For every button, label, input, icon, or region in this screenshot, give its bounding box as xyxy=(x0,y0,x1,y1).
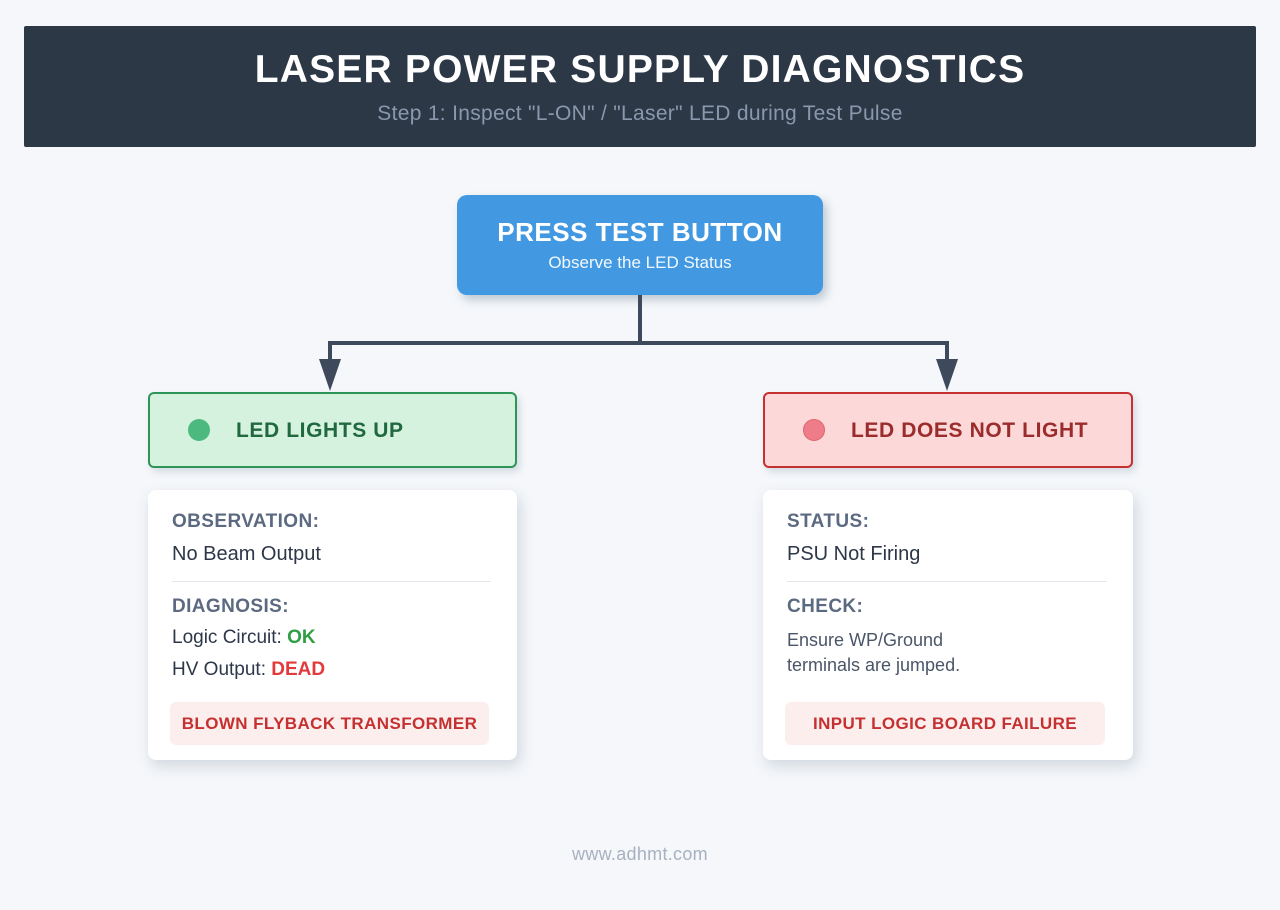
branch-label-negative: LED DOES NOT LIGHT xyxy=(851,418,1089,442)
failure-banner-blown-flyback: BLOWN FLYBACK TRANSFORMER xyxy=(170,702,489,745)
branch-box-led-does-not-light: LED DOES NOT LIGHT xyxy=(763,392,1133,468)
failure-banner-input-logic-board: INPUT LOGIC BOARD FAILURE xyxy=(785,702,1105,745)
diagnosis-label: DIAGNOSIS: xyxy=(172,595,289,617)
led-off-indicator-icon xyxy=(803,419,825,441)
diagnosis-row-label: HV Output: xyxy=(172,658,266,680)
card-divider xyxy=(787,580,1107,582)
observation-label: OBSERVATION: xyxy=(172,511,320,532)
branch-label-positive: LED LIGHTS UP xyxy=(236,418,404,442)
led-on-indicator-icon xyxy=(188,419,210,441)
status-value: PSU Not Firing xyxy=(787,542,921,565)
flow-node-press-test-button: PRESS TEST BUTTON Observe the LED Status xyxy=(457,195,823,295)
footer-website-url: www.adhmt.com xyxy=(572,844,708,864)
observation-value: No Beam Output xyxy=(172,542,321,565)
page-title: LASER POWER SUPPLY DIAGNOSTICS xyxy=(254,47,1026,91)
flow-node-title: PRESS TEST BUTTON xyxy=(497,217,783,247)
diagnosis-row-logic-circuit: Logic Circuit: OK xyxy=(172,627,491,650)
connector-vertical-root xyxy=(638,295,642,343)
diagnosis-row-status: OK xyxy=(287,626,316,648)
detail-card-led-lights-up: OBSERVATION: No Beam Output DIAGNOSIS: L… xyxy=(148,490,517,760)
connector-vertical-right xyxy=(945,341,949,362)
arrow-down-icon xyxy=(936,359,958,391)
card-divider xyxy=(172,580,491,582)
branch-box-led-lights-up: LED LIGHTS UP xyxy=(148,392,517,468)
check-line-2: terminals are jumped. xyxy=(787,654,961,675)
diagnosis-row-hv-output: HV Output: DEAD xyxy=(172,659,491,682)
diagnosis-row-label: Logic Circuit: xyxy=(172,626,282,648)
connector-vertical-left xyxy=(328,341,332,362)
header-banner: LASER POWER SUPPLY DIAGNOSTICS Step 1: I… xyxy=(24,26,1256,147)
status-label: STATUS: xyxy=(787,511,870,532)
check-line-1: Ensure WP/Ground xyxy=(787,629,944,650)
detail-card-led-does-not-light: STATUS: PSU Not Firing CHECK: Ensure WP/… xyxy=(763,490,1133,760)
diagnosis-row-status: DEAD xyxy=(271,658,326,680)
check-label: CHECK: xyxy=(787,595,864,617)
page-subtitle: Step 1: Inspect "L-ON" / "Laser" LED dur… xyxy=(377,101,903,125)
connector-horizontal xyxy=(328,341,949,345)
arrow-down-icon xyxy=(319,359,341,391)
check-instructions: Ensure WP/Ground terminals are jumped. xyxy=(787,628,1107,678)
flow-node-subtitle: Observe the LED Status xyxy=(548,253,732,272)
